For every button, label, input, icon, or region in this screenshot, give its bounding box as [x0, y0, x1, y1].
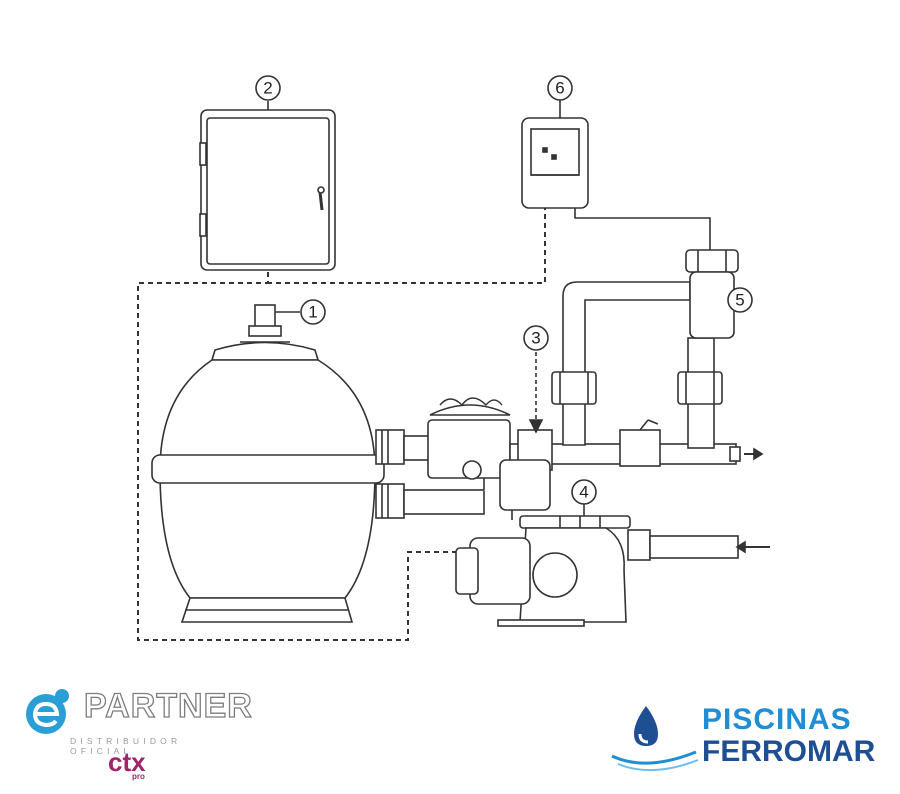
- callout-circles: [255, 75, 753, 505]
- callout-4: 4: [579, 483, 588, 502]
- sensor-cable: [574, 208, 711, 250]
- dashed-cables: [137, 205, 546, 641]
- callout-circle-6: [547, 75, 573, 101]
- flow-arrows: [735, 447, 770, 554]
- callout-2: 2: [263, 79, 272, 98]
- brand-line-2: FERROMAR: [702, 735, 876, 768]
- callout-circle-1: [300, 299, 326, 325]
- callout-circle-3: [523, 325, 549, 351]
- sand-filter: [151, 304, 385, 623]
- callout-1: 1: [308, 303, 317, 322]
- callout-circle-5: [727, 287, 753, 313]
- filter-ports: [375, 429, 405, 519]
- bypass-pipes: [551, 281, 723, 467]
- epartner-logo: PARTNER DISTRIBUIDOR OFICIAL ctx pro: [22, 686, 253, 786]
- cable-chlorinator-control: [268, 205, 546, 284]
- callout-5: 5: [735, 291, 744, 310]
- injection-arrow: [528, 352, 544, 434]
- water-drop-icon: [611, 706, 699, 772]
- callout-circle-2: [255, 75, 281, 101]
- electrical-panel: [199, 101, 336, 271]
- control-box: [521, 100, 711, 250]
- piscinas-ferromar-logo: PISCINAS FERROMAR: [606, 700, 886, 780]
- chlorinator-cell: [685, 249, 739, 339]
- epartner-wordmark: PARTNER: [83, 687, 253, 725]
- ctx-pro-label: pro: [132, 772, 145, 781]
- brand-line-1: PISCINAS: [702, 703, 852, 736]
- epartner-subtitle: DISTRIBUIDOR OFICIAL: [70, 736, 182, 756]
- pump: [455, 515, 739, 627]
- callout-3: 3: [531, 329, 540, 348]
- epartner-e-icon: [26, 689, 69, 734]
- callout-6: 6: [555, 79, 564, 98]
- ctx-wordmark: ctx: [108, 747, 146, 777]
